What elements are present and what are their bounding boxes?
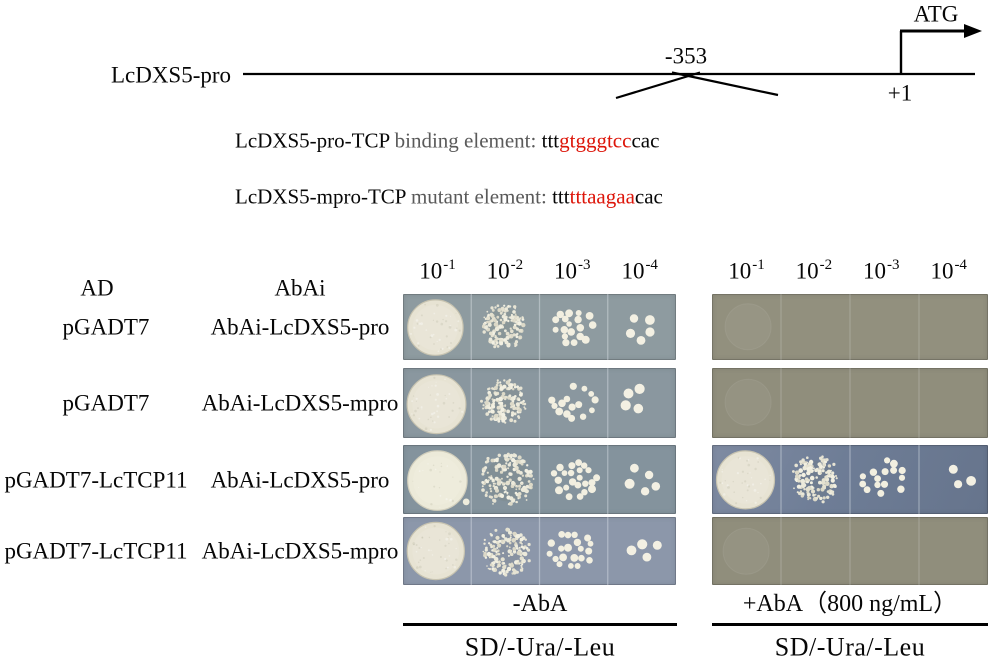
mutant-element-name: LcDXS5-mpro-TCP: [235, 184, 411, 209]
plate-strip-left-row4: [403, 517, 676, 585]
atg-label: ATG: [913, 1, 959, 27]
binding-seq-core: gtgggtcc: [559, 128, 632, 153]
left-underline: [403, 623, 677, 626]
row-label-abai: AbAi-LcDXS5-mpro: [201, 390, 399, 416]
mutant-seq-suffix: cac: [634, 184, 663, 209]
dilution-label: 10-3: [863, 257, 900, 284]
promoter-name-label: LcDXS5-pro: [110, 62, 232, 88]
plate-strip-right-row1: [712, 294, 988, 360]
row-label-ad: pGADT7: [62, 390, 150, 416]
column-header-abai: AbAi: [274, 275, 326, 301]
tss-label: +1: [887, 80, 913, 106]
plate-strip-right-row2: [712, 368, 988, 438]
row-label-abai: AbAi-LcDXS5-pro: [210, 314, 390, 340]
mutant-seq-core: tttaagaa: [569, 184, 635, 209]
column-header-ad: AD: [80, 275, 114, 301]
binding-site-position-label: -353: [664, 43, 708, 69]
mutant-element-desc: mutant element:: [410, 184, 553, 209]
atg-arrowhead: [964, 24, 982, 38]
right-medium-label: SD/-Ura/-Leu: [774, 632, 926, 662]
row-label-ad: pGADT7-LcTCP11: [4, 538, 188, 564]
dilution-label: 10-1: [419, 257, 456, 284]
plate-strip-left-row2: [403, 368, 676, 438]
row-label-abai: AbAi-LcDXS5-pro: [210, 466, 390, 492]
dilution-label: 10-1: [728, 257, 765, 284]
binding-seq-suffix: cac: [631, 128, 660, 153]
row-label-ad: pGADT7: [62, 314, 150, 340]
dilution-label: 10-3: [554, 257, 591, 284]
binding-element-line: LcDXS5-pro-TCP binding element: tttgtggg…: [235, 129, 659, 154]
dilution-label: 10-4: [621, 257, 658, 284]
row-label-ad: pGADT7-LcTCP11: [4, 466, 188, 492]
left-condition-label: -AbA: [512, 590, 568, 617]
binding-element-desc: binding element:: [394, 128, 542, 153]
dilution-label: 10-4: [930, 257, 967, 284]
row-label-abai: AbAi-LcDXS5-mpro: [201, 538, 399, 564]
right-condition-label: +AbA（800 ng/mL）: [742, 590, 958, 617]
left-medium-label: SD/-Ura/-Leu: [464, 632, 616, 662]
plate-strip-right-row4: [712, 517, 988, 585]
mutant-seq-prefix: ttt: [552, 184, 570, 209]
plate-strip-right-row3: [712, 445, 988, 514]
dilution-label: 10-2: [486, 257, 524, 284]
plate-strip-left-row3: [403, 445, 676, 514]
plate-strip-left-row1: [403, 294, 676, 360]
dilution-label: 10-2: [795, 257, 833, 284]
binding-element-name: LcDXS5-pro-TCP: [235, 128, 395, 153]
right-underline: [712, 623, 988, 626]
mutant-element-line: LcDXS5-mpro-TCP mutant element: ttttttaa…: [235, 185, 663, 210]
binding-seq-prefix: ttt: [541, 128, 560, 153]
